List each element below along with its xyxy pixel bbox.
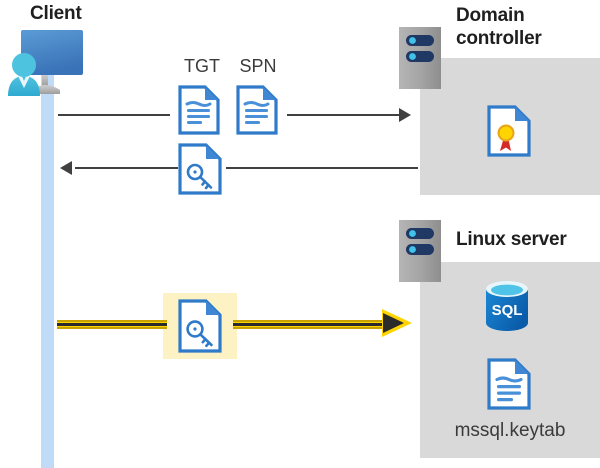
document-text-icon-tgt [178, 85, 220, 135]
auth-arrow-core-right [233, 323, 385, 326]
arrow-left-icon [60, 161, 72, 175]
client-lifeline [41, 62, 54, 468]
user-monitor-icon [4, 26, 90, 98]
document-key-icon-service [178, 299, 222, 353]
document-text-icon-keytab [487, 358, 531, 410]
arrow-right-icon [399, 108, 411, 122]
arrow-right-yellow-icon [382, 306, 416, 340]
linux-server-title: Linux server [456, 229, 567, 250]
auth-arrow-core-left [57, 323, 167, 326]
request-arrow-line-right [287, 114, 400, 116]
keytab-filename-label: mssql.keytab [454, 420, 566, 441]
domain-controller-title: Domain controller [456, 5, 542, 49]
document-certificate-icon [487, 105, 531, 157]
server-rack-icon-domain-controller [399, 27, 441, 89]
response-arrow-line-right [226, 167, 418, 169]
sql-database-label: SQL [492, 302, 523, 319]
client-title: Client [30, 3, 82, 24]
document-text-icon-spn [236, 85, 278, 135]
tgt-label: TGT [184, 56, 220, 76]
spn-label: SPN [239, 56, 277, 76]
document-key-icon-ticket [178, 143, 222, 195]
server-rack-icon-linux [399, 220, 441, 282]
response-arrow-line-left [75, 167, 178, 169]
sql-database-icon: SQL [479, 279, 535, 335]
request-arrow-line-left [58, 114, 170, 116]
